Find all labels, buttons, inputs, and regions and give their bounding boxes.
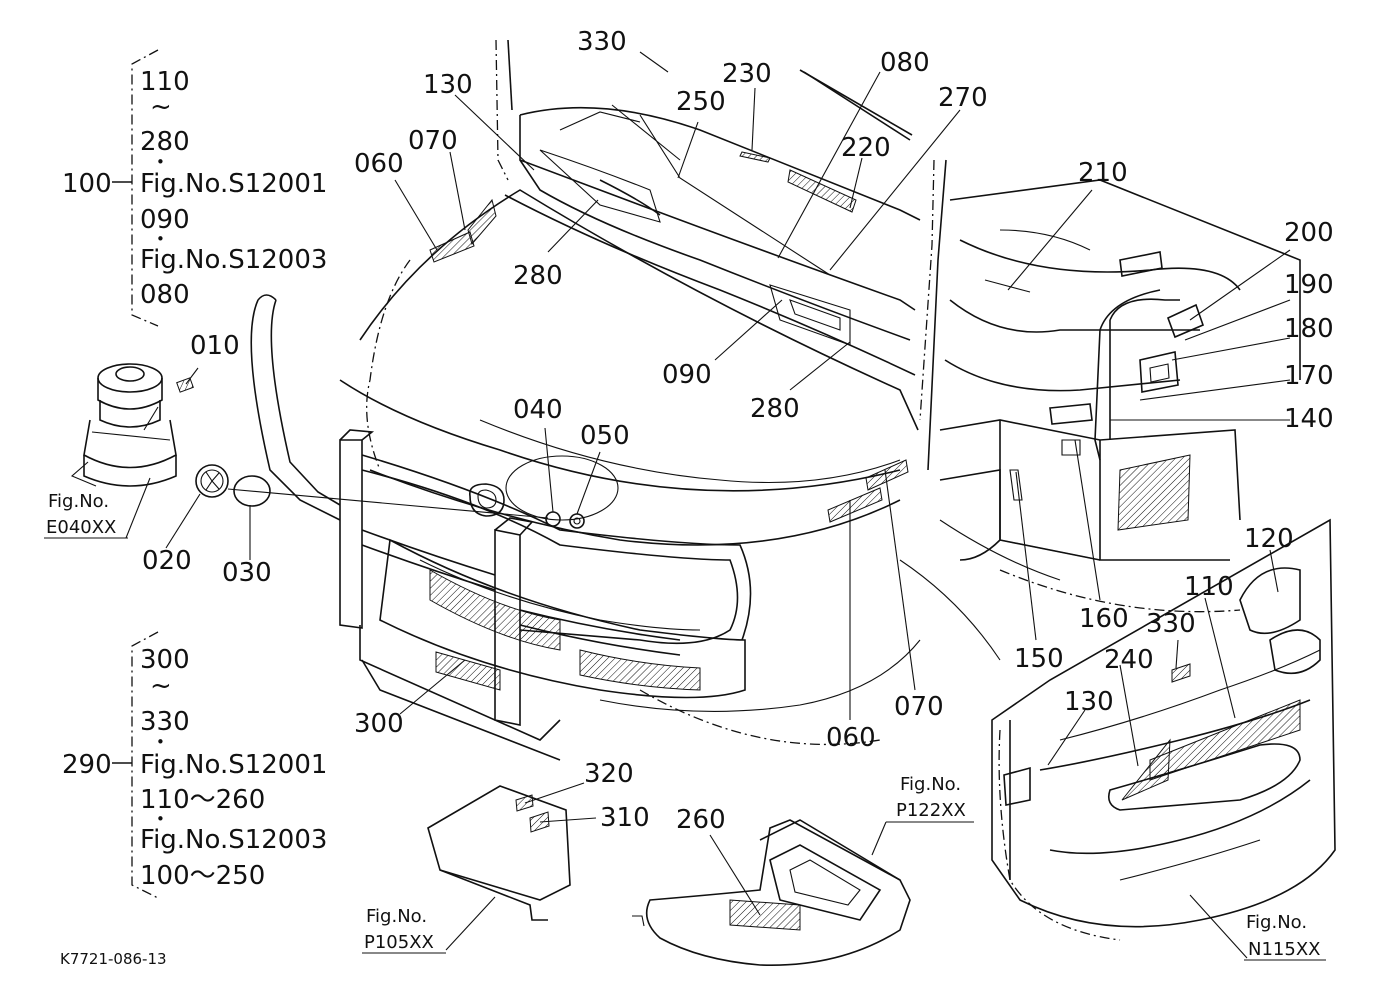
group-100-line: Fig.No.S12003 (140, 245, 327, 275)
callout-label: 190 (1284, 270, 1334, 300)
callout-label: 120 (1244, 524, 1294, 554)
reservoir-tank-drawing (70, 363, 194, 487)
group-290-line: 330 (140, 707, 190, 737)
fig-ref-code: P105XX (364, 932, 434, 953)
callout-label: 020 (142, 546, 192, 576)
callout-label: 160 (1079, 604, 1129, 634)
callout-label: 270 (938, 83, 988, 113)
callout-label: 110 (1184, 572, 1234, 602)
callout-label: 060 (354, 149, 404, 179)
fig-ref-n115: Fig.No. N115XX (1244, 912, 1326, 961)
callout-label: 280 (750, 394, 800, 424)
callout-label: 220 (841, 133, 891, 163)
group-100-line: 080 (140, 280, 190, 310)
group-290-line: 300 (140, 645, 190, 675)
callout-label: 030 (222, 558, 272, 588)
callout-label: 130 (423, 70, 473, 100)
callout-label: 070 (408, 126, 458, 156)
group-290-parent-label: 290 (62, 750, 112, 780)
group-100-line: • (156, 230, 165, 248)
leader-lines (125, 51, 1291, 959)
group-100-line: 280 (140, 127, 190, 157)
group-290-line: • (156, 733, 165, 751)
fig-ref-code: N115XX (1248, 939, 1320, 960)
group-100-bracket: 100 110 ~ 280 • Fig.No.S12001 090 • Fig.… (62, 49, 327, 327)
callout-label: 330 (1146, 609, 1196, 639)
callout-label: 040 (513, 395, 563, 425)
callout-label: 080 (880, 48, 930, 78)
callout-label: 330 (577, 27, 627, 57)
fig-ref-code: E040XX (46, 517, 116, 538)
callout-label: 070 (894, 692, 944, 722)
group-290-line: Fig.No.S12001 (140, 750, 327, 780)
group-290-bracket: 290 300 ~ 330 • Fig.No.S12001 110～260 • … (62, 631, 327, 899)
fig-ref-p105: Fig.No. P105XX (362, 906, 446, 954)
callout-label: 150 (1014, 644, 1064, 674)
panel-p122-drawing (632, 819, 911, 967)
fig-ref-code: P122XX (896, 800, 966, 821)
group-100-parent-label: 100 (62, 169, 112, 199)
callout-label: 280 (513, 261, 563, 291)
callout-label: 300 (354, 709, 404, 739)
fig-ref-e040: Fig.No. E040XX (44, 491, 128, 539)
door-drawing (991, 518, 1336, 941)
group-290-line: 100～250 (140, 861, 265, 891)
callout-label: 320 (584, 759, 634, 789)
callout-label: 010 (190, 331, 240, 361)
callout-label: 240 (1104, 645, 1154, 675)
group-100-line: ~ (150, 92, 172, 122)
group-100-line: 110 (140, 67, 190, 97)
callout-labels: 330 130 230 080 250 270 070 220 060 210 … (142, 27, 1334, 835)
cab-front-drawing (250, 39, 1001, 761)
group-290-line: ~ (150, 671, 172, 701)
callout-label: 310 (600, 803, 650, 833)
fig-ref-title: Fig.No. (366, 906, 427, 927)
callout-label: 180 (1284, 314, 1334, 344)
fig-ref-p122: Fig.No. P122XX (886, 774, 974, 823)
group-290-line: 110～260 (140, 785, 265, 815)
fig-ref-title: Fig.No. (900, 774, 961, 795)
group-290-line: • (156, 810, 165, 828)
group-100-line: • (156, 153, 165, 171)
fig-ref-title: Fig.No. (1246, 912, 1307, 933)
group-100-line: 090 (140, 205, 190, 235)
floor-panel-p105-drawing (427, 785, 571, 921)
drawing-code: K7721-086-13 (60, 950, 167, 968)
callout-label: 170 (1284, 361, 1334, 391)
callout-label: 090 (662, 360, 712, 390)
fig-ref-title: Fig.No. (48, 491, 109, 512)
callout-label: 050 (580, 421, 630, 451)
cab-rear-drawing (939, 179, 1301, 613)
callout-label: 130 (1064, 687, 1114, 717)
callout-label: 060 (826, 723, 876, 753)
callout-label: 260 (676, 805, 726, 835)
callout-label: 210 (1078, 158, 1128, 188)
callout-label: 140 (1284, 404, 1334, 434)
callout-label: 230 (722, 59, 772, 89)
group-290-line: Fig.No.S12003 (140, 825, 327, 855)
callout-label: 200 (1284, 218, 1334, 248)
group-100-line: Fig.No.S12001 (140, 169, 327, 199)
callout-label: 250 (676, 87, 726, 117)
